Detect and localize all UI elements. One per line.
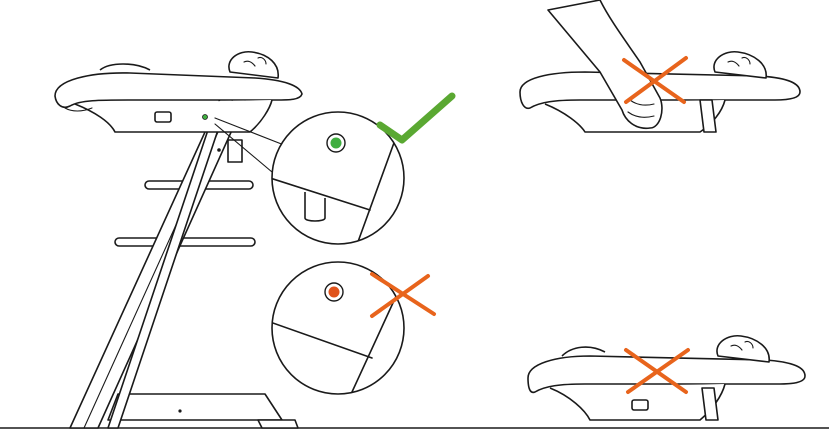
carrier-installed xyxy=(55,52,302,132)
chair-screw-2 xyxy=(217,148,221,152)
baby-feet xyxy=(100,64,150,70)
chair-leg-front xyxy=(70,86,250,428)
baby-head-topright xyxy=(714,52,766,78)
carrier-handle-slot xyxy=(155,112,171,122)
chair-base xyxy=(108,394,282,420)
check-icon xyxy=(380,96,452,140)
chair-base-screw xyxy=(178,409,181,412)
baby-feet-bottomright xyxy=(562,347,605,356)
magnifier-correct xyxy=(270,112,404,250)
indicator-green xyxy=(331,138,342,149)
chair-rod-lower xyxy=(115,238,255,246)
baby-head-bottomright xyxy=(717,336,769,362)
chair-bracket xyxy=(228,140,242,162)
indicator-red xyxy=(329,287,340,298)
carrier-shell xyxy=(75,100,272,132)
chair-leg-rear xyxy=(108,118,222,428)
carrier-indicator-dot xyxy=(203,115,208,120)
carrier-handle-slot-bottomright xyxy=(632,400,648,410)
panel-hand-pressing xyxy=(520,0,800,132)
chair-base-foot xyxy=(258,420,298,428)
